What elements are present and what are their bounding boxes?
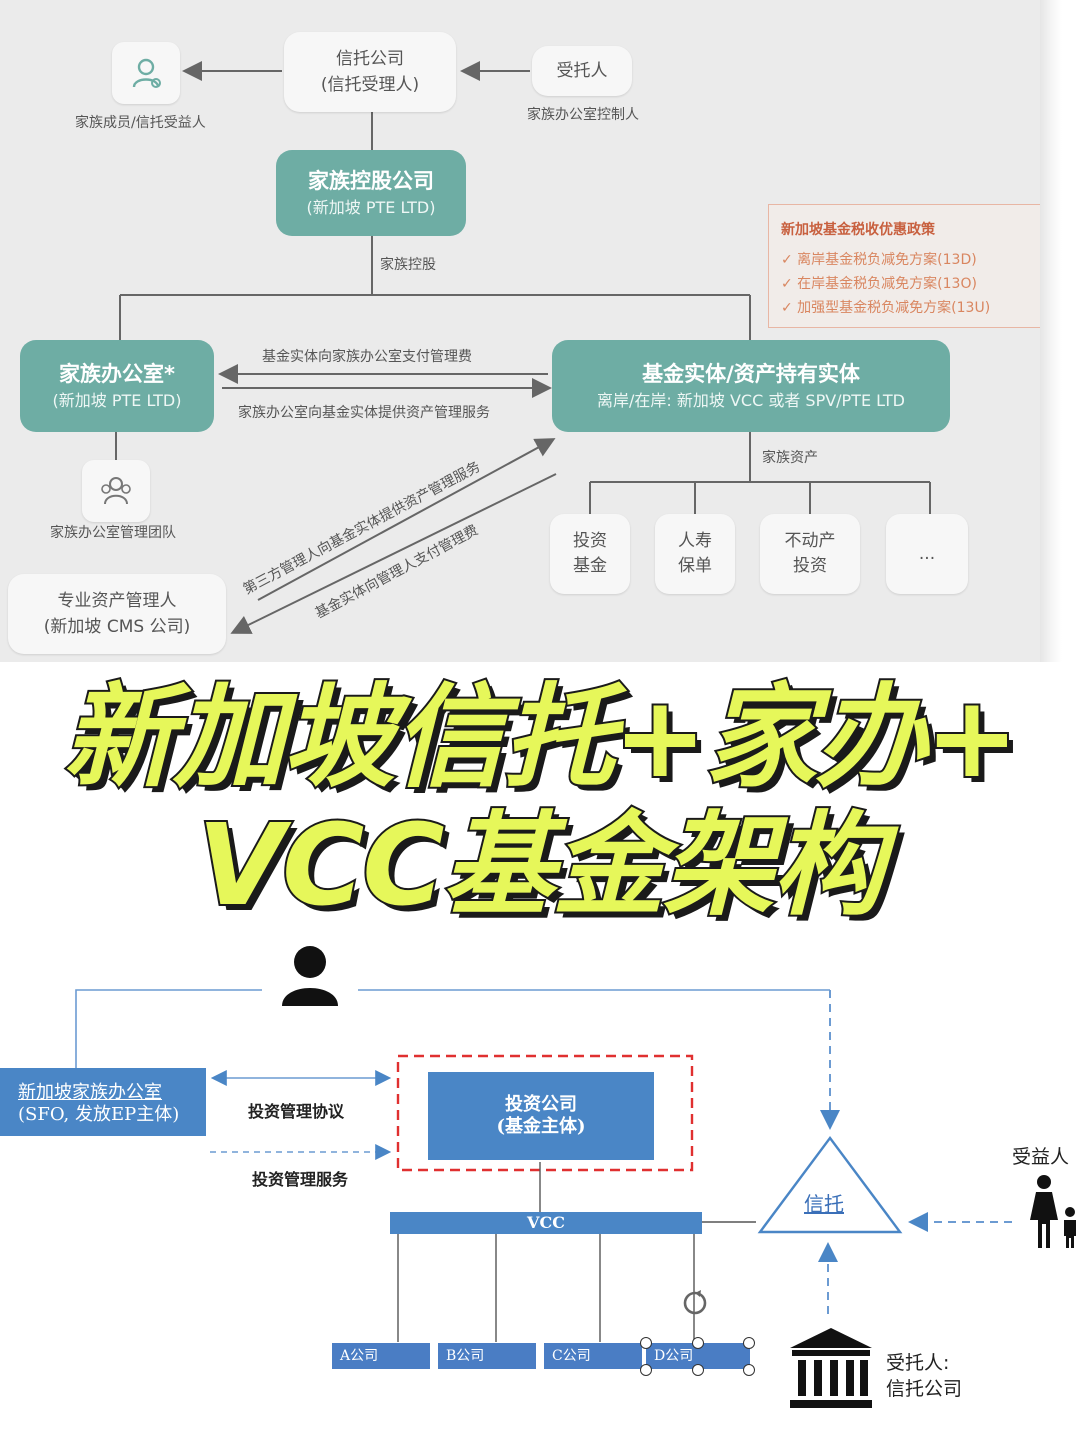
- asset-line: ...: [918, 543, 936, 564]
- asset-line: 投资: [793, 556, 827, 576]
- fee-arrow-label: 基金实体向家族办公室支付管理费: [262, 349, 472, 365]
- trust-company-box: 信托公司 (信托受理人): [284, 32, 456, 112]
- pro-manager-subtitle: (新加坡 CMS 公司): [43, 617, 191, 637]
- fund-entity-subtitle: 离岸/在岸: 新加坡 VCC 或者 SPV/PTE LTD: [597, 391, 905, 410]
- company-b: B公司: [438, 1343, 536, 1369]
- resize-handle[interactable]: [692, 1364, 704, 1376]
- tax-policy-item: ✓ 加强型基金税负减免方案(13U): [781, 300, 991, 316]
- parent-child-icon: [1030, 1175, 1076, 1248]
- asset-line: 保单: [678, 556, 712, 576]
- asset-line: 投资: [573, 531, 607, 551]
- family-assets-caption: 家族资产: [762, 450, 818, 466]
- fo-team-caption: 家族办公室管理团队: [50, 525, 176, 541]
- family-office-subtitle: (新加坡 PTE LTD): [52, 391, 182, 410]
- investment-company-box: 投资公司 (基金主体): [428, 1072, 654, 1160]
- trust-company-title: 信托公司: [336, 49, 404, 69]
- sfo-title: 新加坡家族办公室: [18, 1082, 162, 1103]
- title-line-1: 新加坡信托+家办+: [61, 671, 1021, 805]
- service-arrow-label: 家族办公室向基金实体提供资产管理服务: [238, 405, 490, 421]
- asset-real-estate: 不动产 投资: [760, 514, 860, 594]
- beneficiary-caption: 家族成员/信托受益人: [75, 115, 206, 131]
- vcc-label: VCC: [527, 1213, 565, 1232]
- top-diagram: 家族成员/信托受益人 信托公司 (信托受理人) 受托人 家族办公室控制人 家族控…: [0, 0, 1062, 662]
- company-c: C公司: [544, 1343, 642, 1369]
- trust-label: 信托: [804, 1192, 844, 1216]
- bank-icon: [790, 1328, 872, 1408]
- tax-policy-item: ✓ 离岸基金税负减免方案(13D): [781, 252, 977, 268]
- fund-entity-title: 基金实体/资产持有实体: [642, 362, 860, 386]
- resize-handle[interactable]: [640, 1337, 652, 1349]
- pro-manager-title: 专业资产管理人: [57, 591, 177, 611]
- family-holding-title: 家族控股公司: [308, 169, 434, 193]
- asset-line: 基金: [573, 556, 607, 576]
- family-holding-subtitle: (新加坡 PTE LTD): [306, 198, 436, 217]
- trustee-label: 受托人: 信托公司: [886, 1350, 962, 1402]
- resize-handle[interactable]: [743, 1364, 755, 1376]
- trust-company-subtitle: (信托受理人): [320, 75, 420, 95]
- person-icon: [132, 58, 161, 88]
- trustee-caption: 家族办公室控制人: [527, 107, 639, 123]
- fund-entity-box: 基金实体/资产持有实体 离岸/在岸: 新加坡 VCC 或者 SPV/PTE LT…: [552, 340, 950, 432]
- fo-team-icon-box: [82, 460, 150, 522]
- resize-handle[interactable]: [640, 1364, 652, 1376]
- tax-policy-box: 新加坡基金税收优惠政策 ✓ 离岸基金税负减免方案(13D) ✓ 在岸基金税负减免…: [768, 204, 1046, 328]
- trustee-box: 受托人: [532, 46, 632, 96]
- rotate-handle-icon[interactable]: [680, 1288, 710, 1318]
- vcc-bar: VCC: [390, 1212, 702, 1234]
- top-connectors: [115, 61, 931, 634]
- trustee-label: 受托人: [556, 61, 608, 81]
- agreement-label: 投资管理协议: [248, 1102, 345, 1121]
- asset-more: ...: [886, 514, 968, 594]
- title-line-2: VCC基金架构: [195, 799, 886, 933]
- asset-line: 不动产: [784, 531, 836, 551]
- asset-life-insurance: 人寿 保单: [655, 514, 735, 594]
- team-icon: [101, 477, 131, 505]
- person-icon: [282, 946, 338, 1006]
- family-holding-box: 家族控股公司 (新加坡 PTE LTD): [276, 150, 466, 236]
- family-office-title: 家族办公室*: [59, 362, 175, 386]
- tax-policy-item: ✓ 在岸基金税负减免方案(13O): [781, 276, 977, 292]
- pro-manager-box: 专业资产管理人 (新加坡 CMS 公司): [8, 574, 226, 654]
- family-office-box: 家族办公室* (新加坡 PTE LTD): [20, 340, 214, 432]
- page-curl: [1040, 0, 1062, 662]
- tax-policy-title: 新加坡基金税收优惠政策: [781, 222, 935, 238]
- family-member-icon-box: [112, 42, 180, 104]
- trustee-line: 受托人:: [886, 1352, 950, 1374]
- service-label: 投资管理服务: [252, 1170, 349, 1189]
- asset-investment-fund: 投资 基金: [550, 514, 630, 594]
- trustee-line: 信托公司: [886, 1378, 963, 1400]
- resize-handle[interactable]: [743, 1337, 755, 1349]
- beneficiary-label: 受益人: [1012, 1146, 1070, 1168]
- bottom-connectors: [75, 989, 1012, 1342]
- company-a: A公司: [332, 1343, 430, 1369]
- family-holding-caption: 家族控股: [380, 257, 436, 273]
- resize-handle[interactable]: [692, 1337, 704, 1349]
- asset-line: 人寿: [678, 531, 712, 551]
- sfo-subtitle: (SFO, 发放EP主体): [18, 1104, 180, 1125]
- investment-company-title: 投资公司: [505, 1094, 577, 1115]
- sfo-box: 新加坡家族办公室 (SFO, 发放EP主体): [0, 1068, 206, 1136]
- investment-company-subtitle: (基金主体): [496, 1116, 586, 1137]
